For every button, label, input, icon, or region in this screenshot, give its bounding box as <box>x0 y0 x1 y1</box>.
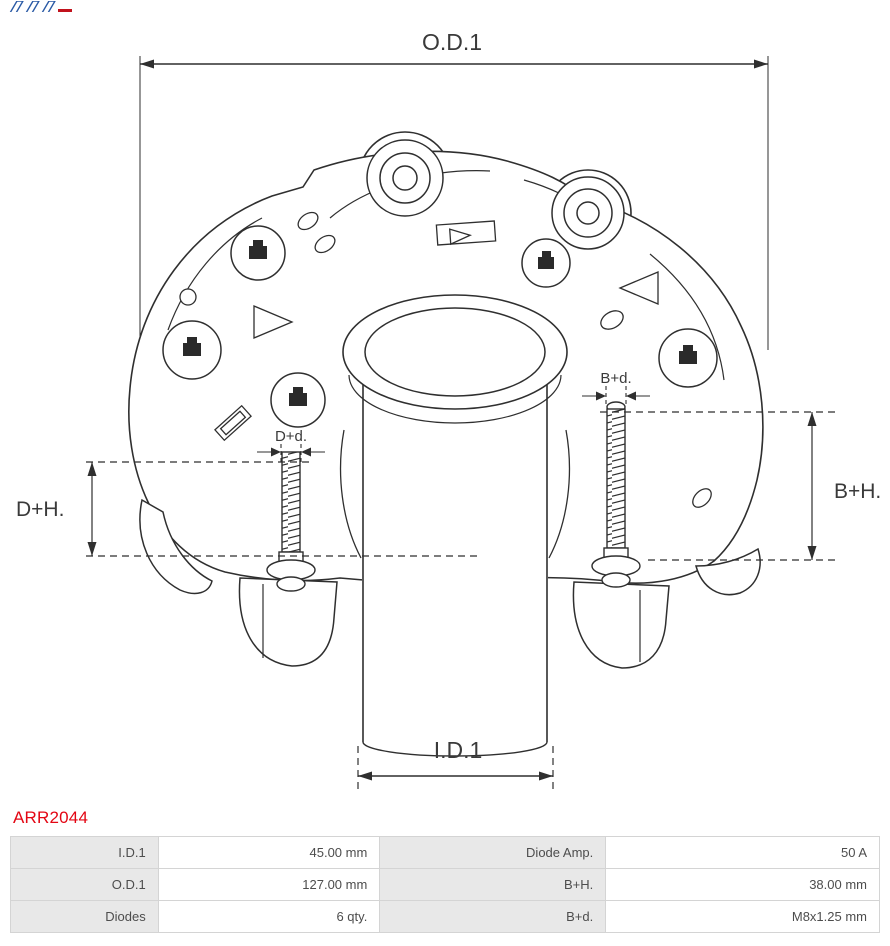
center-cylinder <box>342 294 568 757</box>
spec-value-cell: 38.00 mm <box>605 868 880 901</box>
spec-label-cell: O.D.1 <box>10 868 159 901</box>
table-row: Diodes 6 qty. B+d. M8x1.25 mm <box>10 900 880 933</box>
dimension-label-dh: D+H. <box>16 498 64 521</box>
dimension-label-bh: B+H. <box>834 480 881 503</box>
dimension-label-od1: O.D.1 <box>422 29 482 55</box>
spec-label-cell: B+d. <box>379 900 607 933</box>
spec-label-cell: Diode Amp. <box>379 836 607 869</box>
spec-value-cell: 6 qty. <box>157 900 381 933</box>
brand-logo-icon <box>9 0 72 12</box>
dimension-od1: O.D.1 <box>139 29 769 350</box>
dimension-label-dd: D+d. <box>275 428 307 445</box>
table-row: I.D.1 45.00 mm Diode Amp. 50 A <box>10 836 880 869</box>
dimension-id1: I.D.1 <box>357 737 554 794</box>
table-row: O.D.1 127.00 mm B+H. 38.00 mm <box>10 868 880 901</box>
dimension-label-id1: I.D.1 <box>434 737 483 763</box>
plate-details <box>179 211 712 508</box>
dimension-bd: B+d. <box>582 370 650 404</box>
plate-skirt <box>139 498 761 669</box>
spec-label-cell: Diodes <box>10 900 159 933</box>
spec-value-cell: 127.00 mm <box>157 868 381 901</box>
spec-table: I.D.1 45.00 mm Diode Amp. 50 A O.D.1 127… <box>10 836 880 933</box>
stud-left-dplus <box>266 451 316 592</box>
dimension-dd: D+d. <box>257 428 325 462</box>
spec-label-cell: I.D.1 <box>10 836 159 869</box>
spec-label-cell: B+H. <box>379 868 607 901</box>
diode-rivets <box>162 225 718 428</box>
brand-logo-fragment <box>8 0 78 12</box>
dimension-label-bd: B+d. <box>600 370 631 387</box>
part-number[interactable]: ARR2044 <box>13 808 89 827</box>
spec-value-cell: M8x1.25 mm <box>605 900 880 933</box>
dimension-dh: D+H. <box>16 461 480 557</box>
dimension-bh: B+H. <box>600 411 881 561</box>
mounting-grommets <box>366 139 625 250</box>
spec-value-cell: 45.00 mm <box>157 836 381 869</box>
technical-drawing: O.D.1 <box>16 29 882 794</box>
spec-value-cell: 50 A <box>605 836 880 869</box>
